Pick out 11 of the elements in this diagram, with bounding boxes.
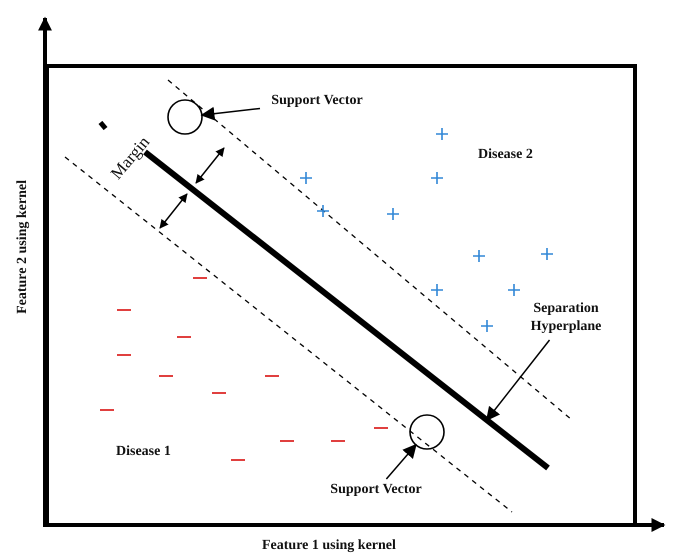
support-vector-circle xyxy=(167,99,203,135)
axis-label: Feature 2 using kernel xyxy=(14,180,31,314)
callout-text: Support Vector xyxy=(262,92,372,110)
class-label: Disease 1 xyxy=(116,443,171,460)
leader-line xyxy=(486,340,550,422)
axis-label: Feature 1 using kernel xyxy=(262,537,396,554)
class-label: Disease 2 xyxy=(478,146,533,164)
leader-line xyxy=(386,444,417,480)
callout-text: Support Vector xyxy=(318,481,434,498)
leader-line xyxy=(200,106,260,121)
callout-text: Separation Hyperplane xyxy=(518,300,614,335)
